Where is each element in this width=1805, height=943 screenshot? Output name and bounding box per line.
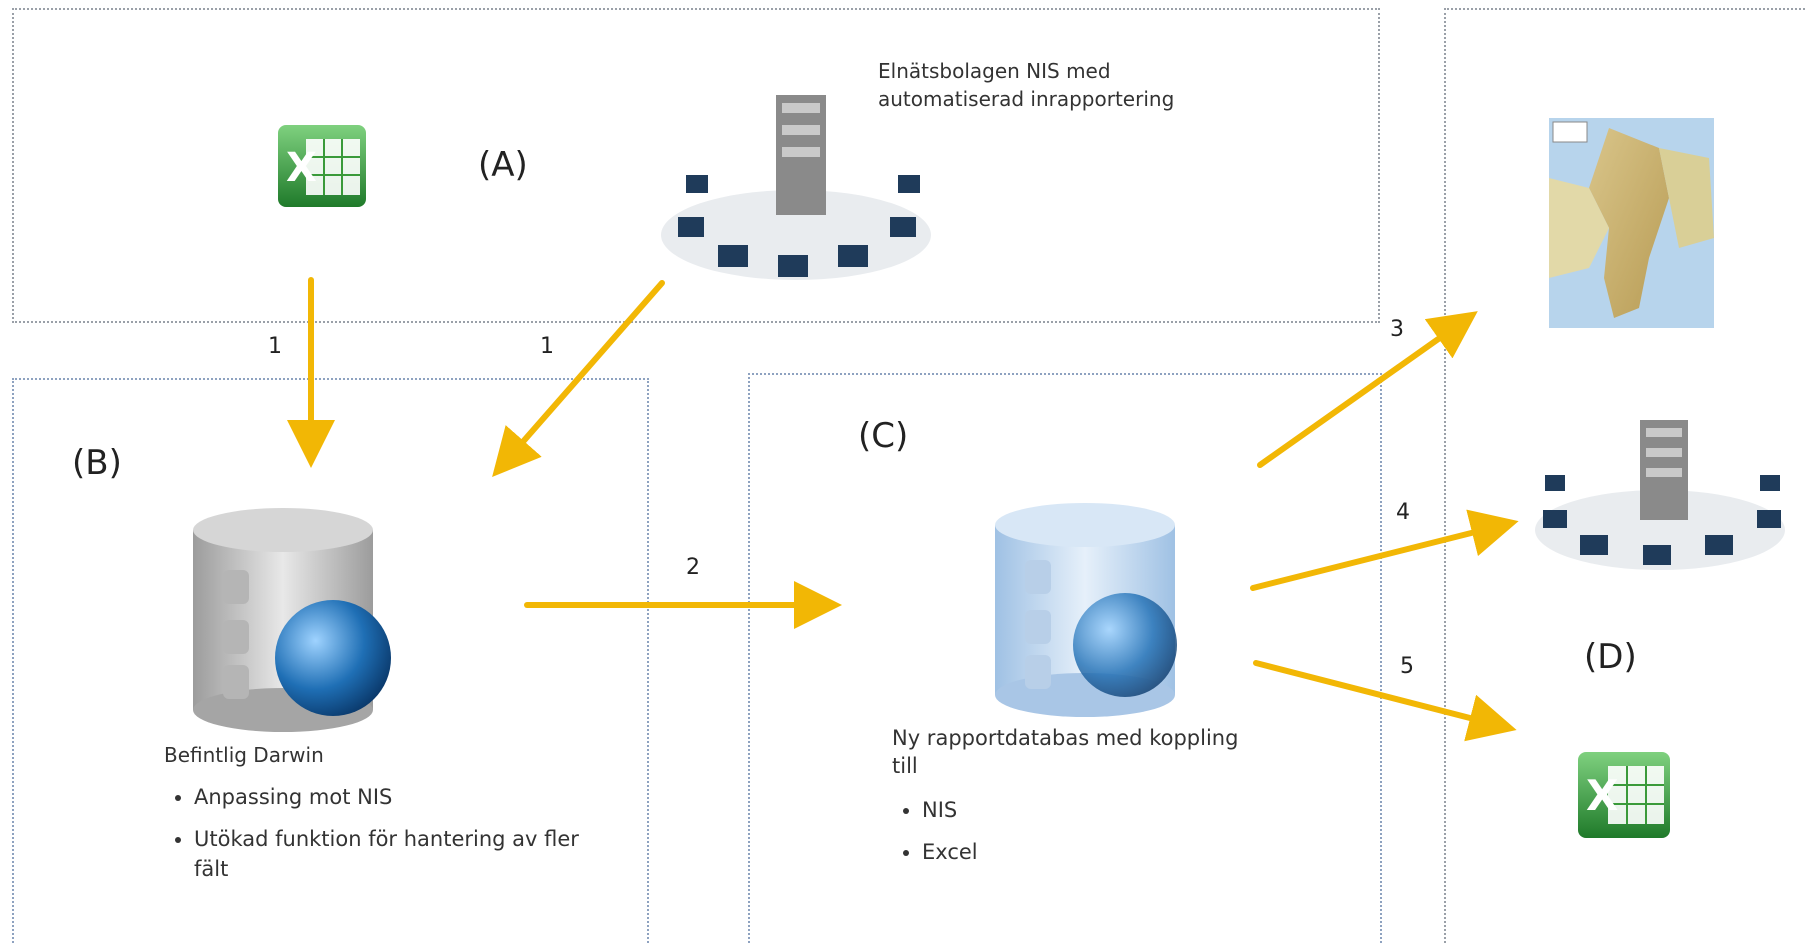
- panel-a-box: [12, 8, 1380, 323]
- reportdb-bullet-list: NIS Excel: [892, 795, 1222, 879]
- network-server-icon: [661, 95, 931, 280]
- arrow-number-3: 3: [1390, 317, 1404, 342]
- arrow-4: [1250, 509, 1519, 591]
- panel-d-box: [1444, 8, 1805, 943]
- panel-b-box: [12, 378, 649, 943]
- darwin-bullet: Anpassing mot NIS: [194, 782, 614, 812]
- panel-d-label: (D): [1584, 637, 1637, 677]
- reportdb-bullet: NIS: [922, 795, 1222, 825]
- database-globe-icon: [995, 503, 1177, 717]
- reportdb-title: Ny rapportdatabas med koppling till: [892, 726, 1239, 778]
- reportdb-bullet: Excel: [922, 837, 1222, 867]
- panel-b-label: (B): [72, 443, 122, 483]
- svg-text:X: X: [286, 145, 317, 191]
- panel-c-label: (C): [858, 416, 909, 456]
- darwin-bullet: Utökad funktion för hantering av fler fä…: [194, 824, 614, 884]
- arrow-number-1a: 1: [268, 334, 282, 359]
- arrow-3: [1257, 311, 1478, 468]
- arrow-1b: [492, 280, 665, 478]
- darwin-title: Befintlig Darwin: [164, 743, 324, 767]
- svg-text:X: X: [1586, 771, 1618, 820]
- network-caption: Elnätsbolagen NIS med automatiserad inra…: [878, 59, 1175, 111]
- arrow-number-1b: 1: [540, 334, 554, 359]
- arrow-number-5: 5: [1400, 654, 1414, 679]
- panel-c-box: [748, 373, 1382, 943]
- arrow-number-2: 2: [686, 555, 700, 580]
- panel-a-label: (A): [478, 145, 528, 185]
- database-globe-icon: [193, 508, 391, 732]
- excel-icon: X: [1578, 752, 1670, 838]
- excel-icon: X: [278, 125, 366, 207]
- arrow-number-4: 4: [1396, 500, 1410, 525]
- arrow-5: [1253, 660, 1517, 742]
- network-server-icon: [1535, 420, 1785, 570]
- darwin-bullet-list: Anpassing mot NIS Utökad funktion för ha…: [164, 782, 614, 896]
- sweden-map-icon: [1549, 118, 1714, 328]
